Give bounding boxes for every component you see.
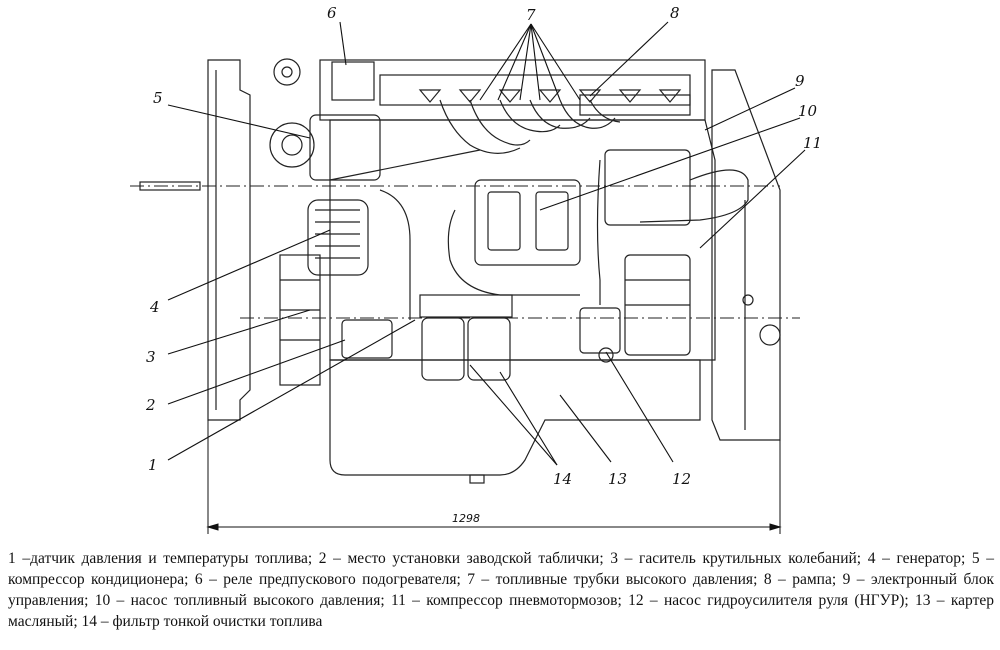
- steering-pump: [579, 307, 621, 354]
- callout-7: 7: [526, 6, 536, 24]
- caption-item-13: 13 – картер масляный;: [8, 592, 994, 630]
- caption-item-8: 8 – рампа;: [757, 571, 837, 588]
- hp-fuel-pipes: [439, 99, 621, 154]
- oil-pan: [329, 359, 701, 476]
- callout-8: 8: [670, 4, 680, 22]
- fuel-rail: [579, 94, 691, 116]
- ac-compressor: [309, 114, 381, 181]
- engine-drawing: 1298 6 7 8 5 9 10 11 4 3 2 1 14 13 12: [130, 4, 822, 534]
- caption-item-5: 5 – компрессор кондиционера;: [8, 550, 995, 588]
- callout-12: 12: [672, 470, 691, 488]
- alternator: [307, 199, 369, 276]
- caption-item-9: 9 – электронный блок управления;: [8, 571, 995, 609]
- callout-3: 3: [146, 348, 156, 366]
- flywheel-housing: [711, 69, 781, 441]
- fuel-filter-1: [421, 317, 465, 381]
- caption-item-1: 1 –датчик давления и температуры топлива…: [8, 550, 313, 567]
- callout-13: 13: [608, 470, 627, 488]
- caption-item-14: 14 – фильтр тонкой очистки топлива: [77, 613, 323, 630]
- caption-item-7: 7 – топливные трубки высокого давления;: [460, 571, 758, 588]
- callout-14: 14: [553, 470, 572, 488]
- callout-2: 2: [145, 396, 156, 414]
- callout-9: 9: [795, 72, 805, 90]
- callout-1: 1: [148, 456, 158, 474]
- caption-item-10: 10 – насос топливный высокого давления;: [88, 592, 385, 609]
- callout-5: 5: [153, 89, 163, 107]
- valve-cover: [379, 74, 691, 106]
- engine-block: [329, 119, 716, 361]
- figure-caption: 1 –датчик давления и температуры топлива…: [8, 548, 994, 632]
- dimension-label: 1298: [452, 512, 480, 525]
- caption-item-6: 6 – реле предпускового подогревателя;: [188, 571, 461, 588]
- plate-location: [341, 319, 393, 359]
- caption-item-11: 11 – компрессор пневмотормозов;: [384, 592, 622, 609]
- callout-6: 6: [327, 4, 337, 22]
- caption-item-2: 2 – место установки заводской таблички;: [312, 550, 604, 567]
- caption-item-3: 3 – гаситель крутильных колебаний;: [603, 550, 862, 567]
- callout-10: 10: [798, 102, 818, 120]
- callout-4: 4: [149, 298, 160, 316]
- preheat-relay: [331, 61, 375, 101]
- caption-item-4: 4 – генератор;: [861, 550, 966, 567]
- ecu: [474, 179, 581, 266]
- fan-housing: [207, 59, 251, 421]
- caption-item-12: 12 – насос гидроусилителя руля (НГУР);: [621, 592, 909, 609]
- callout-11: 11: [803, 134, 822, 152]
